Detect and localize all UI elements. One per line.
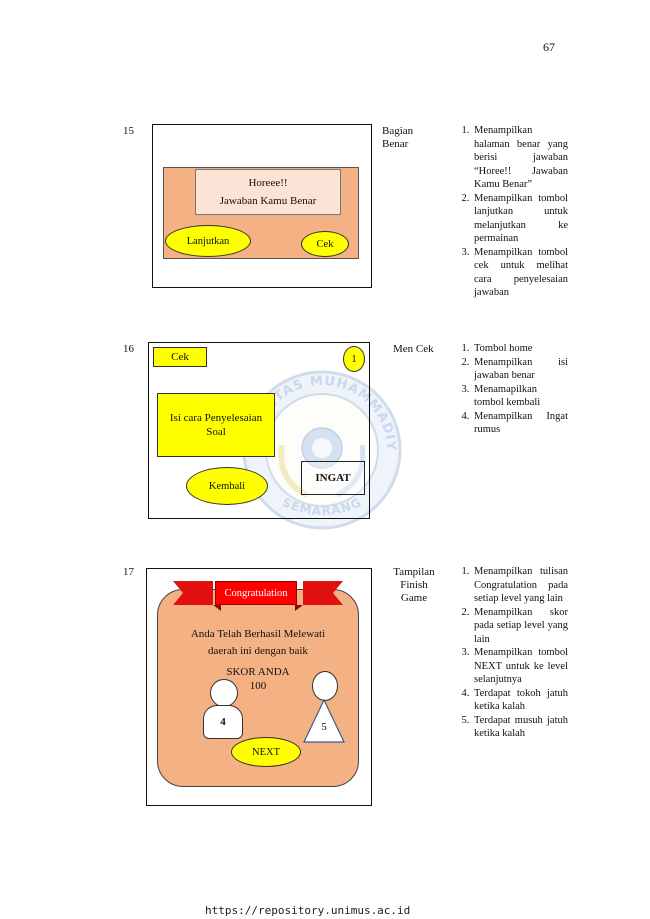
next-button[interactable]: NEXT [231, 737, 301, 767]
list-item: Menampilkan halaman benar yang berisi ja… [472, 124, 568, 192]
player-body: 4 [203, 705, 243, 739]
home-badge[interactable]: 1 [343, 346, 365, 372]
row-number: 17 [123, 566, 134, 578]
continue-button[interactable]: Lanjutkan [165, 225, 251, 257]
ribbon-banner-icon [173, 581, 343, 611]
check-button[interactable]: Cek [153, 347, 207, 367]
list-item: Menampilkan tombol cek untuk melihat car… [472, 246, 568, 300]
player-character: 4 [203, 679, 243, 741]
enemy-character: 5 [303, 671, 345, 743]
mockup-finish-game: Congratulation Anda Telah Berhasil Melew… [146, 568, 372, 806]
row-description: Menampilkan halaman benar yang berisi ja… [450, 124, 568, 300]
footer-url[interactable]: https://repository.unimus.ac.id [205, 904, 411, 917]
list-item: Menampilkan tombol lanjutkan untuk melan… [472, 192, 568, 246]
list-item: Menampilkan tombol NEXT untuk ke level s… [472, 646, 568, 687]
row-label: Tampilan Finish Game [393, 566, 435, 604]
page-number: 67 [543, 40, 555, 54]
enemy-number: 5 [321, 721, 327, 733]
list-item: Tombol home [472, 342, 568, 356]
row-description: Tombol home Menampilkan isi jawaban bena… [450, 342, 568, 437]
row-number: 16 [123, 343, 134, 355]
row-label: Bagian Benar [382, 125, 414, 150]
row-number: 15 [123, 125, 134, 137]
list-item: Terdapat tokoh jatuh ketika kalah [472, 687, 568, 714]
mockup-check-answer: Cek 1 Isi cara Penyelesaian Soal Kembali… [148, 342, 370, 519]
check-button[interactable]: Cek [301, 231, 349, 257]
player-head-icon [210, 679, 238, 707]
list-item: Menampilkan Ingat rumus [472, 410, 568, 437]
mockup-correct-answer: Horeee!! Jawaban Kamu Benar Lanjutkan Ce… [152, 124, 372, 288]
row-description: Menampilkan tulisan Congratulation pada … [450, 565, 568, 741]
list-item: Menampilkan tulisan Congratulation pada … [472, 565, 568, 606]
list-item: Terdapat musuh jatuh ketika kalah [472, 714, 568, 741]
row-label: Men Cek [393, 343, 434, 355]
finish-message: Anda Telah Berhasil Melewati daerah ini … [190, 628, 326, 657]
sun-rays-icon [301, 427, 343, 469]
enemy-body-icon [303, 699, 345, 743]
remember-button[interactable]: INGAT [301, 461, 365, 495]
score-label: SKOR ANDA [226, 666, 290, 678]
list-item: Menampilkan skor pada setiap level yang … [472, 606, 568, 647]
score-value: 100 [249, 680, 267, 692]
correct-title: Horeee!! [248, 177, 288, 189]
back-button[interactable]: Kembali [186, 467, 268, 505]
enemy-head-icon [312, 671, 338, 701]
list-item: Menampilkan isi jawaban benar [472, 356, 568, 383]
correct-message-box: Horeee!! Jawaban Kamu Benar [195, 169, 341, 215]
congratulation-banner: Congratulation [215, 581, 297, 605]
correct-subtitle: Jawaban Kamu Benar [219, 195, 317, 207]
list-item: Menamapilkan tombol kembali [472, 383, 568, 410]
solution-content-box: Isi cara Penyelesaian Soal [157, 393, 275, 457]
